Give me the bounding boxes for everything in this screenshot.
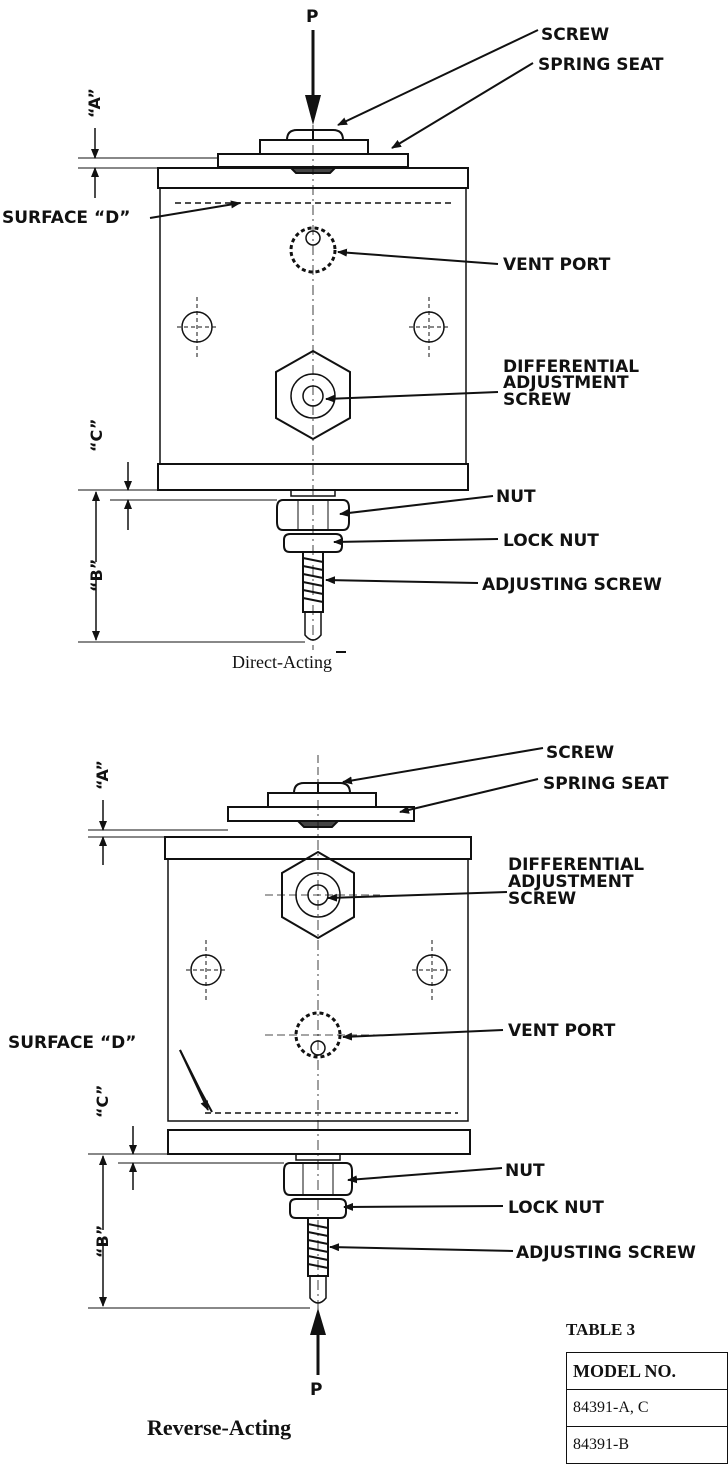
reverse-acting-labels: SCREW SPRING SEAT DIFFERENTIAL ADJUSTMEN… — [8, 743, 696, 1400]
label-differential-1: DIFFERENTIAL — [503, 357, 639, 377]
label-spring-seat: SPRING SEAT — [538, 55, 664, 75]
label-nut: NUT — [496, 487, 536, 507]
spring-seat-upper — [267, 792, 377, 808]
caption-direct-acting: Direct-Acting — [232, 652, 332, 672]
label-differential-3: SCREW — [503, 390, 571, 410]
dim-c: “C” — [87, 419, 106, 452]
label-spring-seat: SPRING SEAT — [543, 774, 669, 794]
dim-a: “A” — [85, 88, 104, 118]
hex-adjustment-nut — [281, 850, 355, 940]
force-label-p-top: P — [306, 7, 318, 27]
label-adjusting-screw: ADJUSTING SCREW — [482, 575, 662, 595]
model-table: MODEL NO. 84391-A, C 84391-B — [566, 1352, 728, 1464]
table-row: 84391-A, C — [566, 1389, 728, 1427]
table-header-row: MODEL NO. — [566, 1352, 728, 1390]
lock-nut — [283, 533, 343, 553]
vent-port — [289, 226, 337, 274]
label-differential-2: ADJUSTMENT — [508, 872, 634, 892]
bottom-plate — [167, 1129, 471, 1155]
direct-acting-diagram: P — [78, 7, 539, 653]
direct-acting-labels: SCREW SPRING SEAT SURFACE “D” VENT PORT … — [2, 25, 664, 595]
force-label-p-bottom: P — [310, 1380, 322, 1400]
label-differential-3: SCREW — [508, 889, 576, 909]
label-adjusting-screw: ADJUSTING SCREW — [516, 1243, 696, 1263]
table-cell-model: 84391-A, C — [566, 1389, 728, 1427]
label-surface-d: SURFACE “D” — [2, 208, 130, 228]
nut — [283, 1162, 353, 1196]
label-lock-nut: LOCK NUT — [508, 1198, 604, 1218]
spring-seat — [227, 806, 415, 822]
label-vent-port: VENT PORT — [508, 1021, 616, 1041]
label-differential-1: DIFFERENTIAL — [508, 855, 644, 875]
table-cell-model: 84391-B — [566, 1426, 728, 1464]
spring-seat-upper — [259, 139, 369, 155]
reverse-acting-diagram — [88, 747, 544, 1375]
nut — [276, 499, 350, 531]
table-title: TABLE 3 — [566, 1320, 636, 1339]
table-header-model-no: MODEL NO. — [566, 1352, 728, 1390]
label-vent-port: VENT PORT — [503, 255, 611, 275]
label-lock-nut: LOCK NUT — [503, 531, 599, 551]
screw-head — [285, 129, 345, 141]
label-nut: NUT — [505, 1161, 545, 1181]
label-screw: SCREW — [546, 743, 614, 763]
lock-nut — [289, 1198, 347, 1219]
caption-reverse-acting: Reverse-Acting — [147, 1415, 292, 1440]
dim-a: “A” — [93, 760, 112, 790]
screw-head — [292, 782, 352, 794]
dim-b: “B” — [87, 559, 106, 592]
label-screw: SCREW — [541, 25, 609, 45]
label-differential-2: ADJUSTMENT — [503, 373, 629, 393]
dim-c: “C” — [93, 1085, 112, 1118]
table-row: 84391-B — [566, 1426, 728, 1464]
label-surface-d: SURFACE “D” — [8, 1033, 136, 1053]
dim-b: “B” — [93, 1225, 112, 1258]
